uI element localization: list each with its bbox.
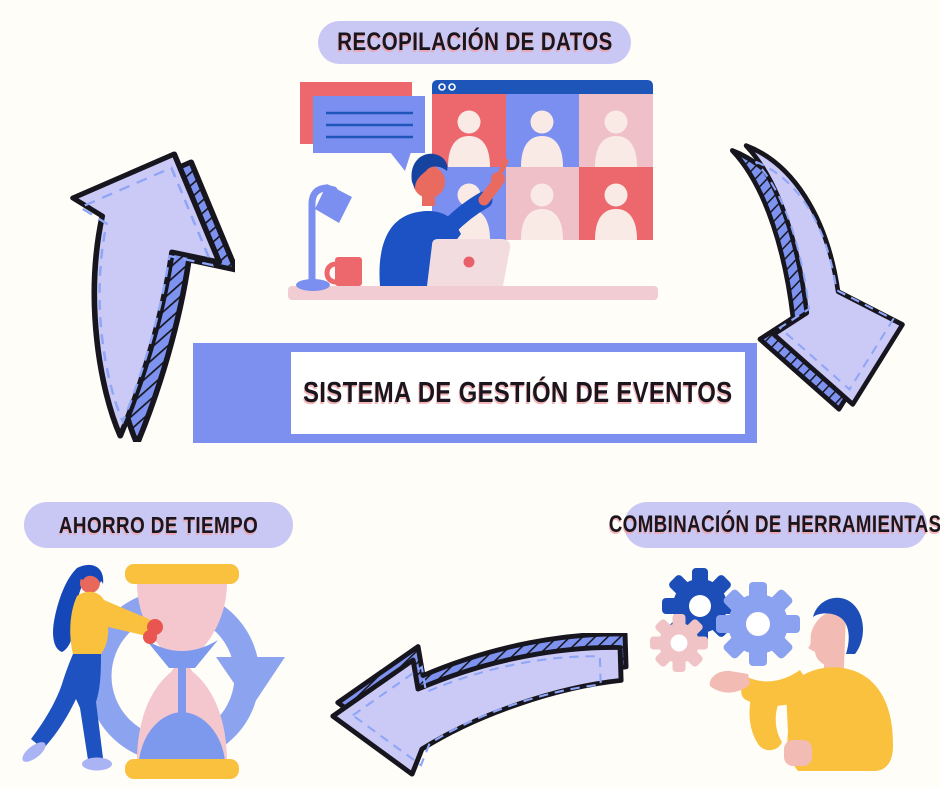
step-label-text: AHORRO DE TIEMPO bbox=[58, 511, 259, 538]
gear-icon-pink bbox=[650, 614, 708, 672]
gear-icon-periwinkle bbox=[716, 582, 800, 666]
desk bbox=[288, 286, 658, 300]
curved-arrow-up bbox=[70, 151, 235, 442]
desk-lamp-icon bbox=[296, 184, 352, 291]
step-label-ahorro-de-tiempo: AHORRO DE TIEMPO bbox=[24, 502, 293, 548]
curved-arrow-left bbox=[330, 633, 629, 777]
video-call-illustration bbox=[288, 80, 658, 300]
title-banner-box: SISTEMA DE GESTIÓN DE EVENTOS bbox=[291, 352, 745, 434]
diagram-title: SISTEMA DE GESTIÓN DE EVENTOS bbox=[303, 376, 733, 409]
window-dot-icon bbox=[448, 83, 456, 91]
step-label-text: RECOPILACIÓN DE DATOS bbox=[336, 28, 613, 56]
hourglass-icon bbox=[125, 564, 239, 779]
step-label-text: COMBINACIÓN DE HERRAMIENTAS bbox=[609, 511, 940, 538]
gears-illustration bbox=[650, 568, 893, 771]
woman-figure bbox=[22, 564, 163, 771]
step-label-combinacion-de-herramientas: COMBINACIÓN DE HERRAMIENTAS bbox=[609, 502, 940, 548]
man-figure bbox=[709, 597, 893, 771]
curved-arrow-down bbox=[729, 143, 905, 412]
step-label-recopilacion-de-datos: RECOPILACIÓN DE DATOS bbox=[318, 21, 631, 64]
window-dot-icon bbox=[438, 83, 446, 91]
mug-icon bbox=[324, 257, 362, 286]
laptop-icon bbox=[427, 239, 511, 286]
title-banner: SISTEMA DE GESTIÓN DE EVENTOS bbox=[193, 343, 757, 443]
speech-bubble-icon bbox=[300, 82, 425, 171]
participant-silhouettes bbox=[448, 110, 637, 240]
hourglass-illustration bbox=[22, 564, 285, 779]
